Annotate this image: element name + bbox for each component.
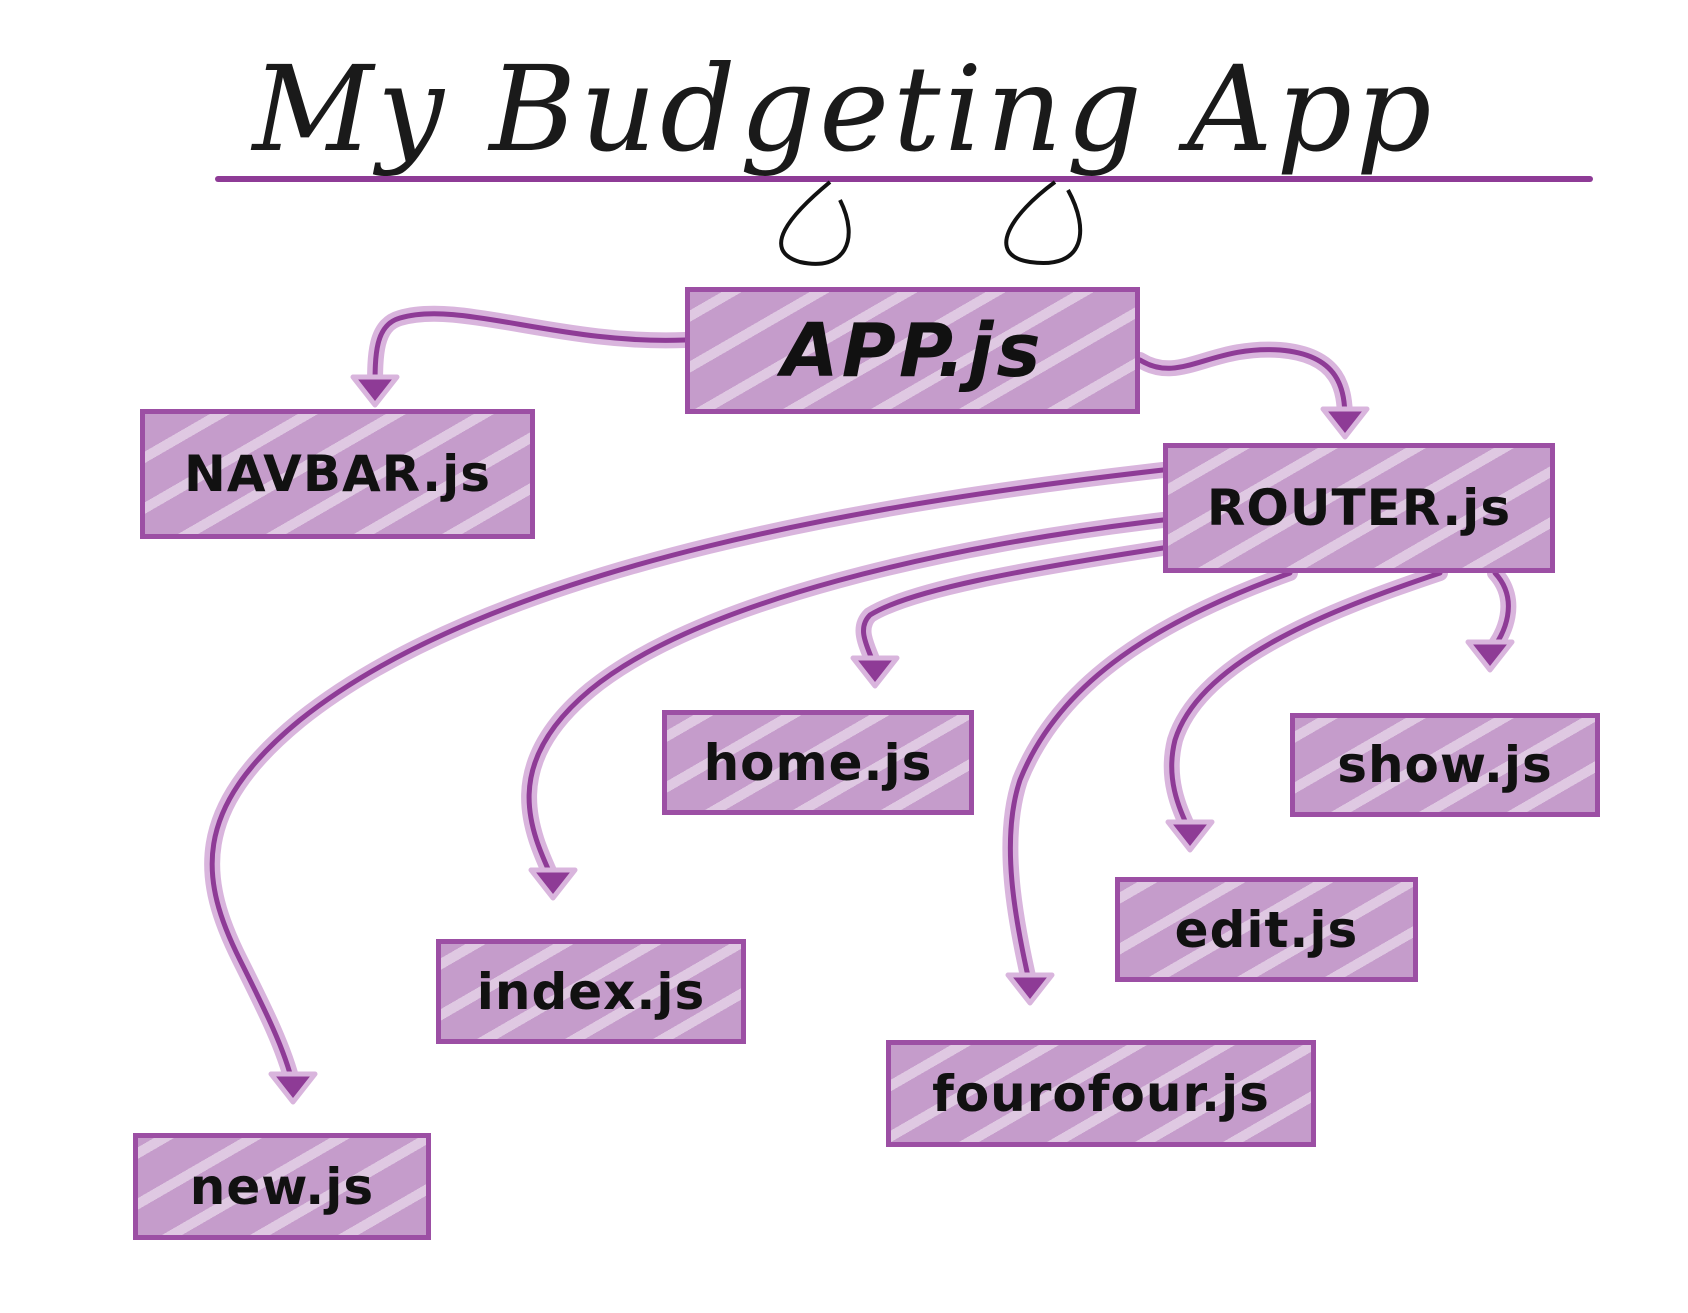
node-app-label: APP.js (781, 307, 1044, 394)
node-edit: edit.js (1115, 877, 1418, 982)
node-router-label: ROUTER.js (1206, 479, 1512, 537)
arrowhead-icon (1465, 639, 1515, 673)
arrowhead-icon (1005, 972, 1055, 1006)
edge-line-router-fourofour (1007, 570, 1293, 988)
edge-line-router-new (209, 467, 1166, 1088)
node-show: show.js (1290, 713, 1600, 817)
node-show-label: show.js (1337, 736, 1553, 794)
page-title: My Budgeting App (252, 40, 1436, 178)
node-fourofour-label: fourofour.js (932, 1064, 1270, 1123)
arrowhead-icon (1320, 406, 1370, 440)
title-loop-right (1004, 180, 1083, 266)
arrowhead-icon (350, 374, 400, 408)
edges-layer (204, 305, 1517, 1105)
title-loop-left (779, 180, 851, 266)
node-index-label: index.js (476, 962, 706, 1021)
node-index: index.js (436, 939, 746, 1044)
arrowhead-icon (850, 655, 900, 689)
node-new: new.js (133, 1133, 431, 1240)
node-fourofour: fourofour.js (886, 1040, 1316, 1147)
node-navbar: NAVBAR.js (140, 409, 535, 539)
edge-line-router-index (526, 517, 1166, 883)
node-router: ROUTER.js (1163, 443, 1555, 573)
node-new-label: new.js (189, 1157, 375, 1216)
node-home: home.js (662, 710, 974, 815)
arrowhead-icon (1165, 819, 1215, 853)
edge-line-app-router (1137, 347, 1348, 423)
arrowhead-icon (528, 867, 578, 901)
edge-line-router-home (861, 545, 1166, 671)
node-navbar-label: NAVBAR.js (184, 445, 491, 503)
node-edit-label: edit.js (1174, 900, 1359, 959)
edge-line-router-edit (1169, 570, 1443, 835)
arrowhead-icon (268, 1071, 318, 1105)
node-app: APP.js (685, 287, 1140, 414)
edge-line-app-navbar (372, 311, 688, 393)
node-home-label: home.js (703, 733, 933, 792)
